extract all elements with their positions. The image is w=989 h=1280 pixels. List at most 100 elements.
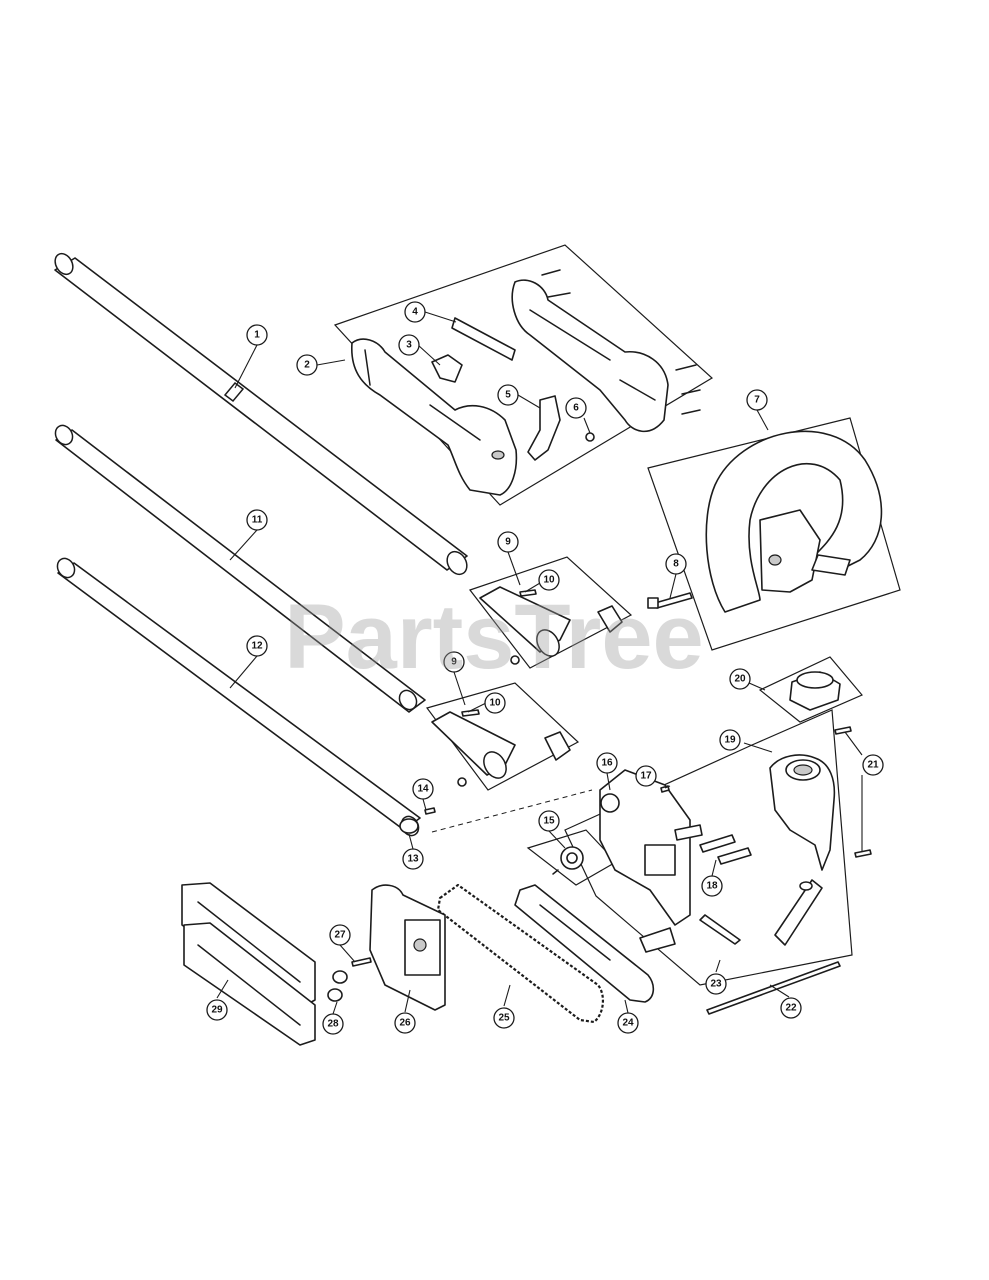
guide-bar[interactable] <box>514 884 655 1003</box>
scabbard[interactable] <box>181 882 316 1046</box>
tank-screw-upper[interactable] <box>834 726 852 735</box>
tank-screw-lower[interactable] <box>854 849 872 858</box>
callout-19[interactable]: 19 <box>719 729 741 751</box>
svg-text:13: 13 <box>407 854 419 865</box>
svg-text:6: 6 <box>573 403 579 414</box>
gearbox-housing[interactable] <box>599 769 703 926</box>
oil-cap[interactable] <box>789 671 841 711</box>
svg-text:14: 14 <box>417 784 429 795</box>
callout-26[interactable]: 26 <box>394 1012 416 1034</box>
svg-text:22: 22 <box>785 1003 797 1014</box>
handle-housing-right[interactable] <box>511 269 701 433</box>
guard-nuts[interactable] <box>327 970 348 1002</box>
svg-text:24: 24 <box>622 1018 634 1029</box>
throttle-trigger[interactable] <box>527 395 561 461</box>
callout-23[interactable]: 23 <box>705 973 727 995</box>
svg-text:20: 20 <box>734 674 746 685</box>
svg-text:3: 3 <box>406 340 412 351</box>
callout-15[interactable]: 15 <box>538 810 560 832</box>
handle-housing-group-box <box>333 244 714 506</box>
guard-screw[interactable] <box>351 957 372 967</box>
callout-18[interactable]: 18 <box>701 875 723 897</box>
callout-20[interactable]: 20 <box>729 668 751 690</box>
callout-2[interactable]: 2 <box>296 354 318 376</box>
coupler-lower-screw[interactable] <box>461 709 480 717</box>
callout-22[interactable]: 22 <box>780 997 802 1019</box>
svg-text:16: 16 <box>601 758 613 769</box>
callout-24[interactable]: 24 <box>617 1012 639 1034</box>
svg-text:4: 4 <box>412 307 418 318</box>
leader-lines <box>216 311 863 1015</box>
svg-text:10: 10 <box>543 575 555 586</box>
coupler-upper-group-box <box>469 556 633 669</box>
callout-13[interactable]: 13 <box>402 848 424 870</box>
callout-21[interactable]: 21 <box>862 754 884 776</box>
handle-housing-left[interactable] <box>351 338 518 496</box>
svg-text:18: 18 <box>706 881 718 892</box>
drive-rod[interactable] <box>706 961 841 1015</box>
svg-text:19: 19 <box>724 735 736 746</box>
coupler-lower[interactable] <box>431 711 571 787</box>
oil-tank-group-box <box>564 709 853 986</box>
callout-10-lower[interactable]: 10 <box>484 692 506 714</box>
svg-text:9: 9 <box>451 657 457 668</box>
coupler-upper-screw[interactable] <box>519 589 537 597</box>
callout-17[interactable]: 17 <box>635 765 657 787</box>
throttle-rod[interactable] <box>451 317 516 361</box>
svg-text:17: 17 <box>640 771 652 782</box>
partstree-watermark: PartsTree <box>284 586 703 688</box>
coupler-lower-group-box <box>425 682 580 791</box>
callout-10-upper[interactable]: 10 <box>538 569 560 591</box>
svg-text:5: 5 <box>505 390 511 401</box>
callout-16[interactable]: 16 <box>596 752 618 774</box>
callout-9-upper[interactable]: 9 <box>497 531 519 553</box>
handle-bolt[interactable] <box>647 592 693 609</box>
svg-text:28: 28 <box>327 1019 339 1030</box>
svg-text:29: 29 <box>211 1005 223 1016</box>
tube-end-cap[interactable] <box>399 818 419 834</box>
callout-29[interactable]: 29 <box>206 999 228 1021</box>
callout-25[interactable]: 25 <box>493 1007 515 1029</box>
svg-text:11: 11 <box>252 515 263 526</box>
shaft-tube-middle[interactable] <box>52 422 426 713</box>
end-cap-screw[interactable] <box>424 807 436 815</box>
callout-12[interactable]: 12 <box>246 635 268 657</box>
svg-text:12: 12 <box>251 641 263 652</box>
oil-reservoir[interactable] <box>769 754 836 871</box>
svg-text:21: 21 <box>867 760 879 771</box>
oil-cap-group-box <box>758 656 863 723</box>
spring[interactable] <box>585 432 595 442</box>
switch-module[interactable] <box>431 354 463 383</box>
svg-text:8: 8 <box>673 559 679 570</box>
callout-11[interactable]: 11 <box>246 509 268 531</box>
callout-28[interactable]: 28 <box>322 1013 344 1035</box>
coupler-upper[interactable] <box>479 586 623 665</box>
bar-studs[interactable] <box>699 834 752 865</box>
svg-text:2: 2 <box>304 360 310 371</box>
svg-text:27: 27 <box>334 930 346 941</box>
d-handle[interactable] <box>705 430 883 613</box>
callout-5[interactable]: 5 <box>497 384 519 406</box>
callout-7[interactable]: 7 <box>746 389 768 411</box>
callout-27[interactable]: 27 <box>329 924 351 946</box>
chain-tensioner-plate[interactable] <box>639 914 741 953</box>
assembly-line-lower <box>431 789 593 833</box>
sprocket[interactable] <box>552 846 584 875</box>
oil-line-tube[interactable] <box>774 879 823 946</box>
callout-4[interactable]: 4 <box>404 301 426 323</box>
chain-guard[interactable] <box>369 884 446 1011</box>
callout-9-lower[interactable]: 9 <box>443 651 465 673</box>
svg-text:9: 9 <box>505 537 511 548</box>
callout-6[interactable]: 6 <box>565 397 587 419</box>
svg-text:23: 23 <box>710 979 722 990</box>
svg-text:10: 10 <box>489 698 501 709</box>
callout-14[interactable]: 14 <box>412 778 434 800</box>
saw-chain[interactable] <box>436 883 604 1024</box>
callout-1[interactable]: 1 <box>246 324 268 346</box>
callout-8[interactable]: 8 <box>665 553 687 575</box>
shaft-tube-upper[interactable] <box>52 250 471 577</box>
svg-text:25: 25 <box>498 1013 510 1024</box>
callout-3[interactable]: 3 <box>398 334 420 356</box>
svg-text:26: 26 <box>399 1018 411 1029</box>
